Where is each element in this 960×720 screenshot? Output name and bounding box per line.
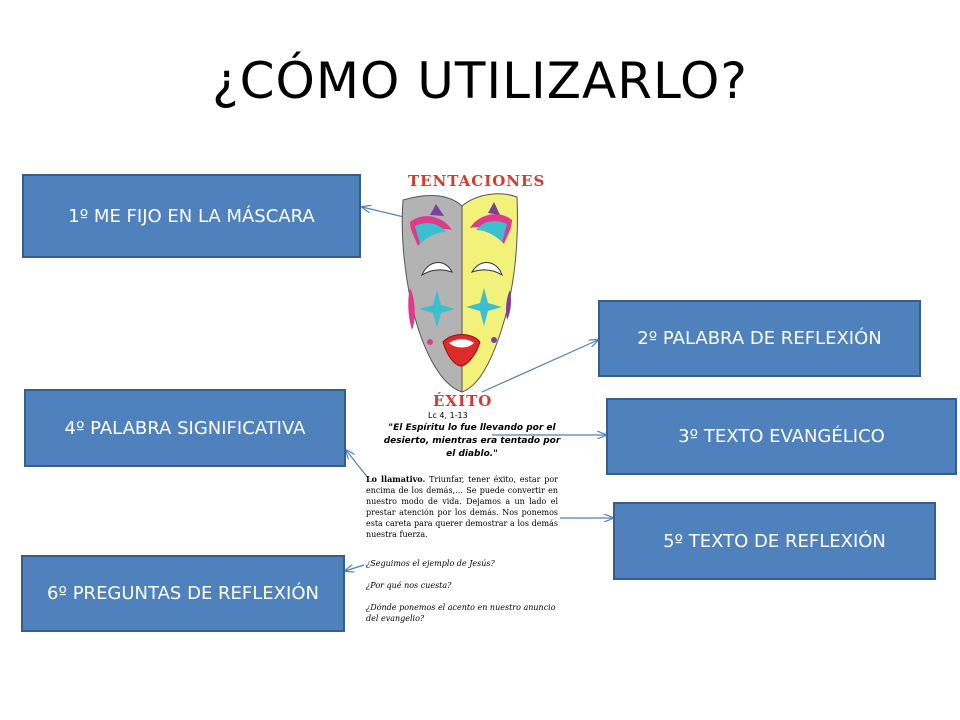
step5-box: 5º TEXTO DE REFLEXIÓN — [613, 502, 936, 580]
step2-box: 2º PALABRA DE REFLEXIÓN — [598, 300, 921, 377]
reflection-lead: Lo llamativo. — [366, 474, 426, 484]
reflection-paragraph: Lo llamativo. Triunfar, tener éxito, est… — [366, 474, 558, 540]
step1-box: 1º ME FIJO EN LA MÁSCARA — [22, 174, 361, 258]
arrow-step1 — [362, 207, 409, 219]
arrow-step4 — [346, 450, 369, 479]
step4-box: 4º PALABRA SIGNIFICATIVA — [24, 389, 346, 467]
question-1: ¿Seguimos el ejemplo de Jesús? — [366, 559, 495, 568]
question-3: ¿Dónde ponemos el acento en nuestro anun… — [366, 603, 556, 623]
gospel-quote: "El Espíritu lo fue llevando por el desi… — [383, 423, 561, 459]
arrow-step6 — [345, 564, 365, 571]
step3-box: 3º TEXTO EVANGÉLICO — [606, 398, 957, 475]
question-2: ¿Por qué nos cuesta? — [366, 581, 452, 590]
arrow-step2 — [481, 340, 598, 393]
slide-title: ¿CÓMO UTILIZARLO? — [212, 52, 748, 110]
step6-box: 6º PREGUNTAS DE REFLEXIÓN — [21, 555, 345, 632]
reflection-text: Triunfar, tener éxito, estar por encima … — [366, 475, 558, 539]
gospel-reference: Lc 4, 1-13 — [428, 411, 468, 420]
mask-heading-word: ÉXITO — [433, 392, 493, 410]
mask-heading-top: TENTACIONES — [408, 172, 546, 190]
